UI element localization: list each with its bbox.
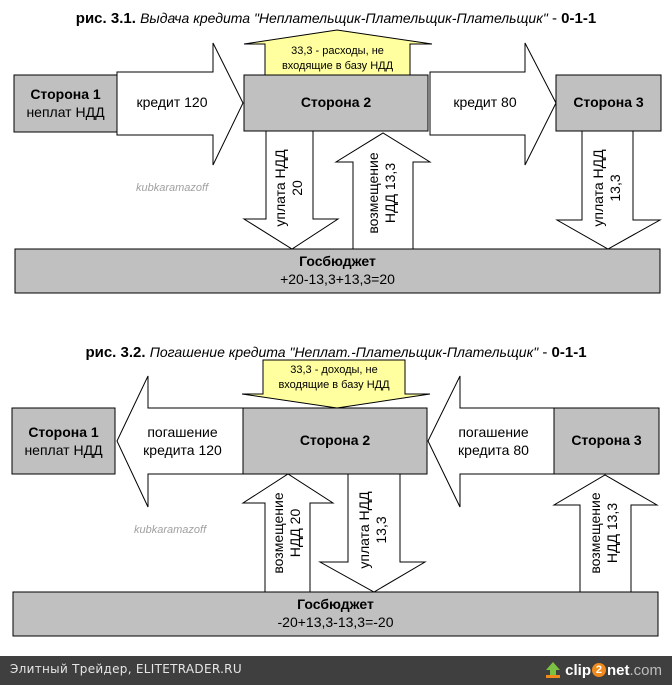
fig2-side2-refund-arrow [241, 473, 335, 593]
fig2-side3-box [553, 407, 660, 475]
fig1-credit-1-label: кредит 120 [136, 94, 208, 110]
logo-text-domain: .com [629, 661, 662, 679]
fig2-side2-refund-line1: возмещение [270, 492, 286, 574]
diagram: рис. 3.1. Выдача кредита "Неплательщик-П… [0, 10, 672, 637]
fig2-note-line2: входящие в базу НДД [278, 379, 390, 391]
fig1-title-code: 0-1-1 [561, 10, 597, 27]
fig2-side2-pay-line2: 13,3 [373, 516, 389, 544]
diagram-canvas [11, 29, 662, 637]
fig2-repay-1-line1: погашение [147, 424, 218, 440]
fig1-note-arrow [243, 29, 433, 76]
fig2-watermark: kubkaramazoff [134, 524, 207, 536]
fig1-side3-pay-arrow [555, 130, 662, 250]
fig1-side3-pay-line1: уплата НДД [590, 149, 606, 227]
fig2-repay-2-label: погашение кредита 80 [436, 423, 551, 459]
fig1-side1-sub: неплат НДД [26, 104, 105, 120]
fig2-side1-name: Сторона 1 [28, 424, 99, 440]
fig2-side2-refund-line2: НДД 20 [287, 508, 303, 558]
fig2-title-sep: - [538, 344, 552, 361]
fig1-title-sep: - [547, 10, 562, 27]
fig1-side3-box [555, 74, 662, 132]
fig2-budget-box [12, 591, 659, 637]
upload-arrow-icon [546, 662, 561, 678]
fig2-title-name: Погашение кредита "Неплат.-Плательщик-Пл… [149, 344, 539, 360]
fig1-budget-box [14, 248, 661, 294]
fig2-note-line1: 33,3 - доходы, не [290, 364, 378, 376]
fig1-side2-name: Сторона 2 [300, 94, 372, 110]
logo-text-post: net [606, 661, 630, 679]
fig1-side3-name: Сторона 3 [573, 94, 644, 110]
fig1-side2-pay-line2: 20 [289, 180, 305, 196]
fig1-note-line1: 33,3 - расходы, не [291, 45, 384, 57]
fig2-note-arrow [241, 359, 431, 409]
fig2-note: 33,3 - доходы, не входящие в базу НДД [263, 363, 405, 393]
fig2-side3-refund-label: возмещение НДД 13,3 [587, 483, 623, 583]
fig1-side1-label: Сторона 1 неплат НДД [14, 85, 117, 121]
fig2-side3-refund-line2: НДД 13,3 [604, 502, 620, 564]
fig1-budget-formula: +20-13,3+13,3=20 [280, 271, 395, 287]
fig1-title-name: Выдача кредита "Неплательщик-Плательщик-… [140, 10, 548, 26]
fig2-side2-pay-arrow [318, 473, 427, 593]
footer-site-label: Элитный Трейдер, ELITETRADER.RU [10, 662, 242, 676]
logo-text-pre: clip [565, 661, 591, 679]
fig1-side3-pay-line2: 13,3 [607, 174, 623, 202]
fig1-side2-pay-label: уплата НДД 20 [272, 138, 308, 238]
fig1-title: рис. 3.1. Выдача кредита "Неплательщик-П… [0, 10, 672, 27]
logo-text-two: 2 [591, 663, 606, 677]
fig1-credit-2-label: кредит 80 [453, 94, 517, 110]
fig2-repay-1-line2: кредита 120 [143, 442, 222, 458]
fig1-note: 33,3 - расходы, не входящие в базу НДД [265, 44, 410, 74]
fig2-side2-pay-line1: уплата НДД [356, 491, 372, 569]
fig1-side2-pay-arrow [242, 130, 340, 250]
fig2-budget-formula: -20+13,3-13,3=-20 [277, 614, 394, 630]
fig1-side2-refund-line2: НДД 13,3 [382, 162, 398, 224]
fig1-title-number: рис. 3.1. [75, 10, 136, 27]
fig1-side2-pay-line1: уплата НДД [272, 149, 288, 227]
fig1-side1-name: Сторона 1 [30, 86, 101, 102]
fig2-side1-box [11, 407, 116, 475]
fig2-side3-refund-line1: возмещение [587, 492, 603, 574]
fig2-side2-refund-label: возмещение НДД 20 [270, 483, 306, 583]
fig2-side3-name: Сторона 3 [571, 432, 642, 448]
fig2-side1-sub: неплат НДД [24, 442, 103, 458]
fig2-side2-name: Сторона 2 [299, 432, 371, 448]
fig1-note-line2: входящие в базу НДД [281, 60, 394, 72]
fig1-side3-pay-label: уплата НДД 13,3 [590, 138, 626, 238]
fig2-budget-label: Госбюджет -20+13,3-13,3=-20 [13, 595, 658, 631]
fig1-side1-box [13, 74, 118, 133]
fig1-watermark: kubkaramazoff [136, 182, 209, 194]
fig1-side2-box [243, 74, 429, 132]
fig1-side2-refund-label: возмещение НДД 13,3 [365, 143, 401, 243]
fig1-side2-refund-line1: возмещение [365, 152, 381, 234]
fig2-budget-name: Госбюджет [297, 596, 374, 612]
fig2-title-number: рис. 3.2. [85, 344, 146, 361]
fig2-repay-arrow-2 [427, 375, 555, 508]
fig2-title: рис. 3.2. Погашение кредита "Неплат.-Пла… [0, 344, 672, 361]
fig2-repay-2-line2: кредита 80 [458, 442, 529, 458]
fig2-repay-arrow-1 [116, 375, 244, 508]
fig1-budget-name: Госбюджет [299, 253, 376, 269]
fig1-credit-arrow-2 [429, 42, 557, 166]
fig1-credit-arrow-1 [116, 42, 244, 166]
fig2-side2-box [242, 407, 428, 475]
fig2-side2-pay-label: уплата НДД 13,3 [356, 480, 392, 580]
fig2-side1-label: Сторона 1 неплат НДД [12, 423, 115, 459]
fig2-side3-refund-arrow [552, 474, 659, 593]
fig1-budget-label: Госбюджет +20-13,3+13,3=20 [15, 252, 660, 288]
fig2-repay-1-label: погашение кредита 120 [125, 423, 240, 459]
fig2-title-code: 0-1-1 [551, 344, 587, 361]
fig2-repay-2-line1: погашение [458, 424, 529, 440]
fig1-side2-refund-arrow [334, 132, 432, 250]
